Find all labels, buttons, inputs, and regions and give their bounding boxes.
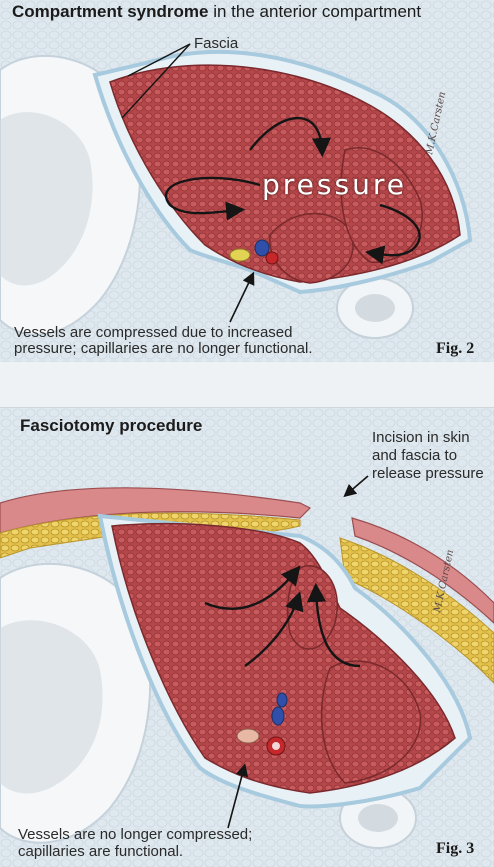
vein-lower bbox=[276, 692, 288, 708]
fat-layer-right bbox=[339, 537, 494, 684]
incision-label-line3: release pressure bbox=[372, 465, 484, 482]
fibula-marrow bbox=[355, 294, 395, 322]
skin-flap-right bbox=[351, 517, 494, 624]
artery bbox=[265, 251, 279, 265]
nerve bbox=[229, 248, 251, 262]
artery-lumen bbox=[272, 742, 280, 750]
vein bbox=[254, 239, 270, 257]
title-rest: in the anterior compartment bbox=[213, 2, 422, 21]
vessel-note-line2: pressure; capillaries are no longer func… bbox=[14, 340, 313, 357]
fascia-pointer-1 bbox=[127, 43, 191, 77]
pressure-arrow-top bbox=[249, 116, 332, 158]
figure-number: Fig. 3 bbox=[436, 840, 475, 857]
bone-marrow bbox=[0, 620, 103, 794]
release-arrow-right bbox=[306, 582, 361, 668]
vessel-note-line2: capillaries are functional. bbox=[18, 843, 184, 860]
figure-title: Fasciotomy procedure bbox=[20, 416, 202, 436]
title-bold: Compartment syndrome bbox=[12, 2, 209, 21]
pressure-arrow-right bbox=[364, 203, 421, 265]
title-bold: Fasciotomy procedure bbox=[20, 416, 203, 435]
figure-number: Fig. 2 bbox=[436, 340, 475, 357]
pressure-arrow-left bbox=[164, 176, 261, 221]
figure-title: Compartment syndrome in the anterior com… bbox=[12, 2, 421, 22]
figure-fasciotomy: M.K.Carsten Fasciotomy procedure Incisio… bbox=[0, 407, 494, 867]
fibula-marrow bbox=[358, 804, 398, 832]
incision-label-line1: Incision in skin bbox=[372, 429, 470, 446]
fasciotomy-illustration: M.K.Carsten bbox=[0, 408, 494, 867]
nerve bbox=[236, 728, 260, 744]
figure-compartment-syndrome: M.K.Carsten Compartment syndrome in the … bbox=[0, 0, 494, 362]
vessel-note-line1: Vessels are compressed due to increased bbox=[14, 324, 293, 341]
muscle-belly-right bbox=[320, 660, 422, 784]
bone-marrow bbox=[0, 112, 93, 286]
pressure-label: pressure bbox=[262, 168, 407, 201]
compartment-syndrome-illustration: M.K.Carsten bbox=[0, 0, 494, 362]
release-arrow-left bbox=[204, 565, 301, 611]
release-arrow-center bbox=[244, 591, 304, 667]
fascia-label: Fascia bbox=[194, 35, 239, 52]
figure-separator bbox=[0, 362, 494, 407]
vessel-pointer-arrow bbox=[229, 271, 255, 323]
vein-upper bbox=[271, 706, 285, 726]
fascia-pointer-2 bbox=[121, 43, 191, 119]
muscle-belly-lower bbox=[269, 212, 354, 284]
incision-pointer-arrow bbox=[343, 475, 369, 498]
vessel-note-line1: Vessels are no longer compressed; bbox=[18, 826, 253, 843]
incision-label-line2: and fascia to bbox=[372, 447, 458, 464]
vessel-pointer-arrow bbox=[227, 763, 249, 829]
